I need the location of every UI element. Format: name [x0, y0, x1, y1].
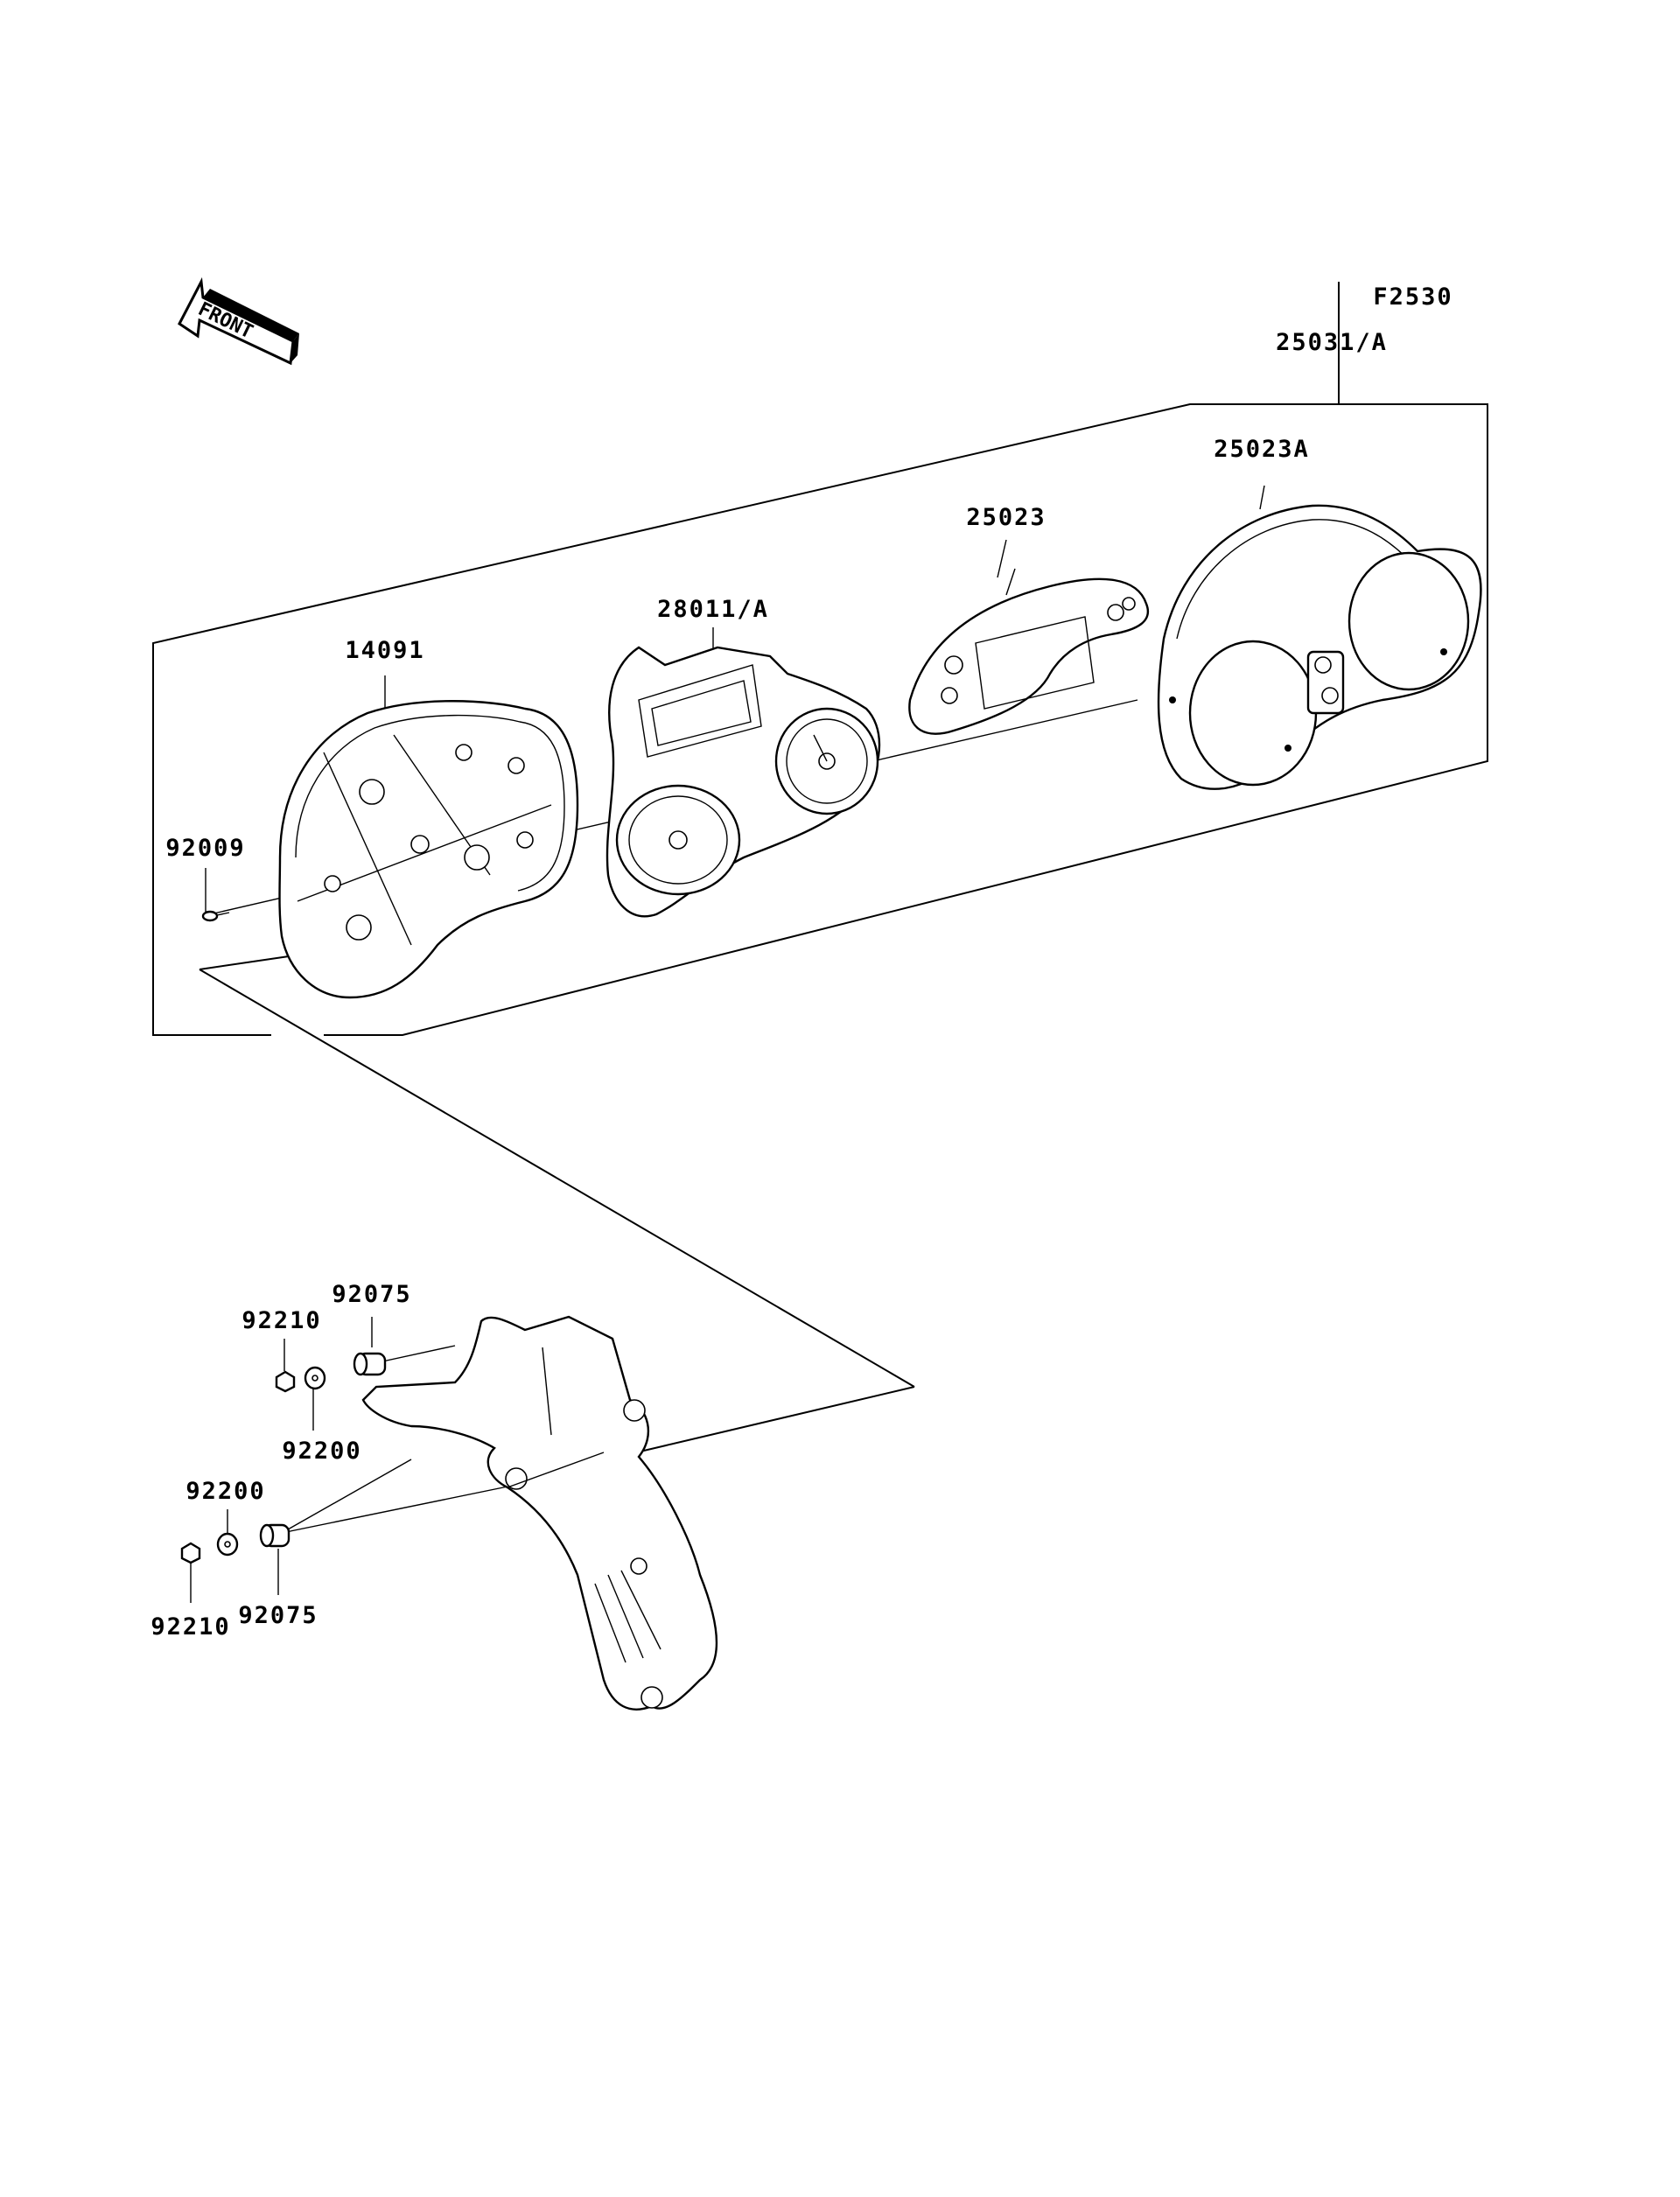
part-label-92210-bottom: 92210 [150, 1613, 230, 1641]
part-label-92009: 92009 [165, 835, 245, 862]
part-label-92210-top: 92210 [242, 1307, 321, 1334]
assembly-frame [152, 282, 1488, 1036]
part-label-14091: 14091 [345, 637, 424, 664]
figure-code: F2530 [1373, 283, 1452, 311]
part-label-92200-top: 92200 [282, 1438, 361, 1465]
part-label-92075-bottom: 92075 [238, 1602, 318, 1629]
meter-case-part [278, 700, 579, 999]
part-label-25031: 25031/A [1276, 329, 1388, 356]
bracket-part [361, 1315, 718, 1711]
part-label-92075-top: 92075 [332, 1281, 411, 1308]
screw-part [201, 910, 230, 922]
part-label-25023a: 25023A [1214, 436, 1310, 463]
part-label-28011: 28011/A [657, 596, 769, 623]
part-labels: 25031/A 25023A 25023 28011/A 14091 92009… [150, 329, 1388, 1641]
part-label-25023: 25023 [966, 504, 1046, 531]
gauge-unit-part [606, 646, 881, 918]
fastener-parts [180, 1352, 387, 1564]
part-label-92200-bottom: 92200 [186, 1478, 265, 1505]
meter-cover-part [1157, 504, 1482, 790]
front-arrow-icon: FRONT [178, 276, 299, 366]
bezel-part [908, 568, 1149, 735]
